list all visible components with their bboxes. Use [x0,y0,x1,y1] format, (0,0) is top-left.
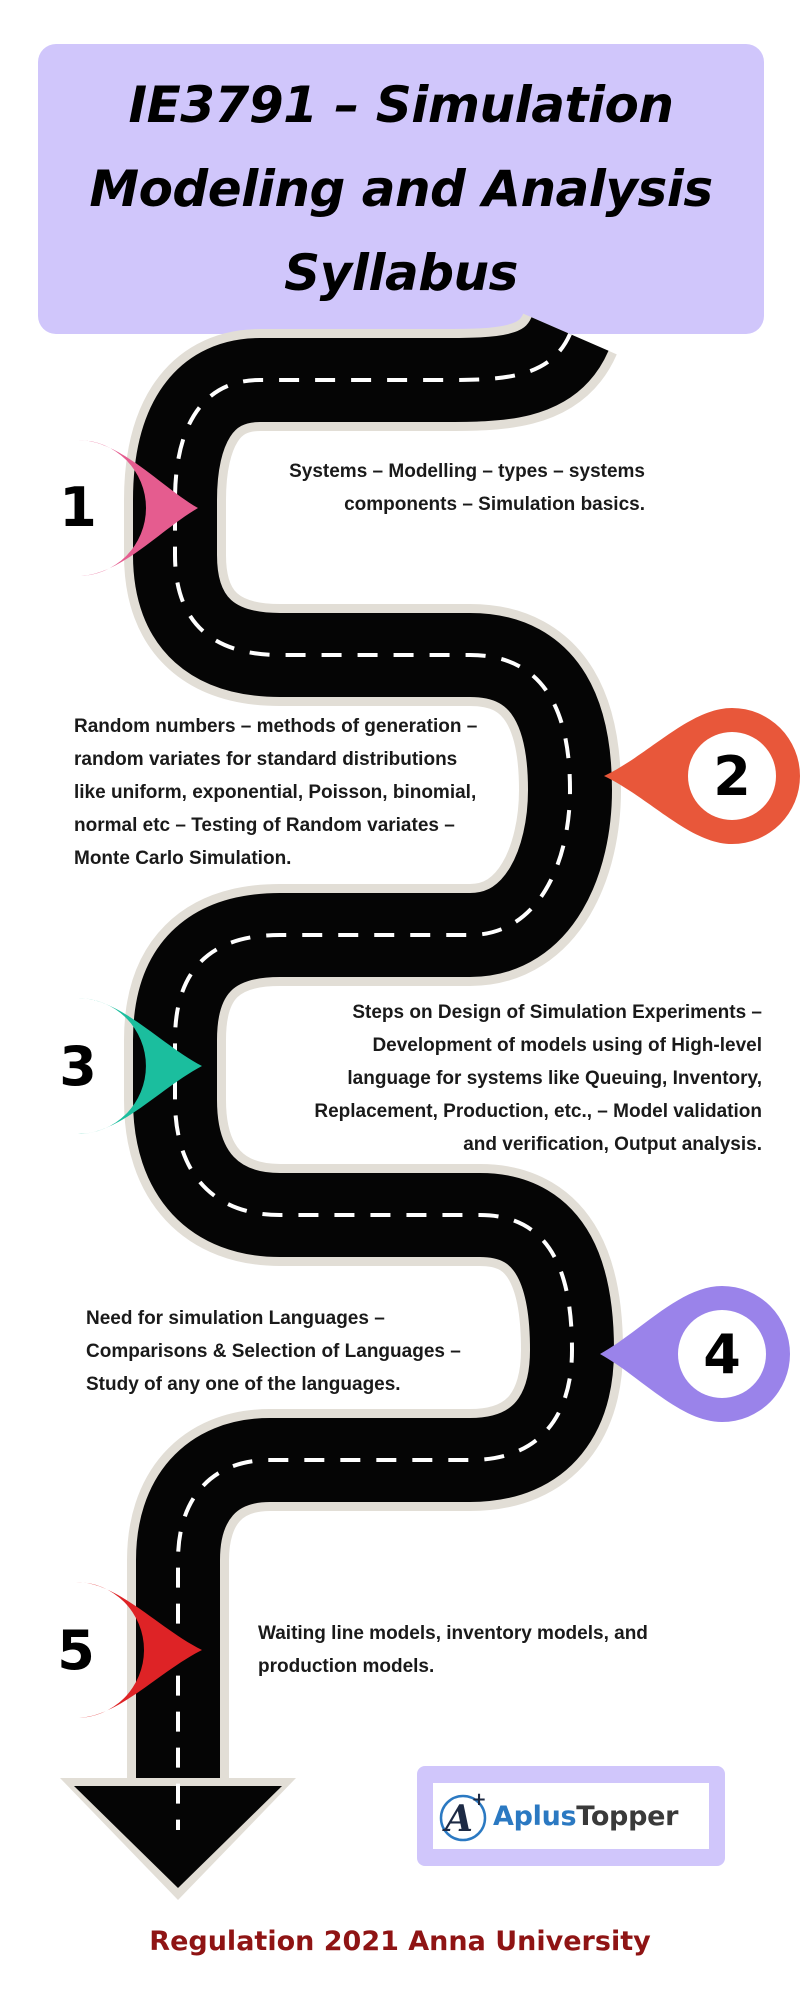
step-5-pin-inner [32,1606,120,1694]
step-3-line: Replacement, Production, etc., – Model v… [314,1101,762,1122]
step-5-pin: 5 [32,1582,202,1718]
step-5-pin-shape [76,1582,202,1718]
svg-text:A: A [442,1798,473,1840]
step-2-line: Random numbers – methods of generation – [74,716,478,737]
logo-word-aplus: Aplus [493,1800,577,1832]
step-3-number: 3 [59,1035,97,1098]
step-2-line: Monte Carlo Simulation. [74,848,292,869]
logo-word-topper: Topper [576,1800,679,1832]
page-title-line-1: IE3791 – Simulation [128,76,674,134]
aplus-logo-icon: A + [433,1783,493,1849]
step-2-line: random variates for standard distributio… [74,749,458,770]
step-5-line: Waiting line models, inventory models, a… [258,1623,648,1644]
step-3-line: language for systems like Queuing, Inven… [347,1068,762,1089]
step-5-description: Waiting line models, inventory models, a… [258,1617,718,1683]
step-5-number: 5 [57,1619,95,1682]
page-title-line-3: Syllabus [284,244,518,302]
road-center-line [173,333,575,1830]
step-4-pin-inner [678,1310,766,1398]
step-3-pin-inner [34,1022,122,1110]
svg-text:+: + [471,1789,486,1810]
page-title-line-2: Modeling and Analysis [89,160,713,218]
step-4-pin: 4 [600,1286,790,1422]
step-1-number: 1 [59,476,97,539]
step-4-description: Need for simulation Languages – Comparis… [86,1302,526,1401]
footer-regulation: Regulation 2021 Anna University [149,1926,651,1957]
step-2-number: 2 [713,745,751,808]
step-4-line: Study of any one of the languages. [86,1374,401,1395]
step-1-pin-shape [78,440,198,576]
step-2-line: normal etc – Testing of Random variates … [74,815,455,836]
road-arrow-head [74,1786,282,1888]
step-1-pin: 1 [34,440,198,576]
step-2-line: like uniform, exponential, Poisson, bino… [74,782,477,803]
step-3-line: Development of models using of High-leve… [372,1035,762,1056]
step-5-line: production models. [258,1656,435,1677]
step-1-line: Systems – Modelling – types – systems [289,461,645,482]
step-4-line: Comparisons & Selection of Languages – [86,1341,461,1362]
title-banner: IE3791 – Simulation Modeling and Analysi… [38,44,764,334]
step-3-description: Steps on Design of Simulation Experiment… [260,996,762,1161]
step-3-pin: 3 [34,998,202,1134]
step-1-pin-inner [34,464,122,552]
step-2-pin-inner [688,732,776,820]
step-3-line: and verification, Output analysis. [463,1134,762,1155]
step-4-line: Need for simulation Languages – [86,1308,385,1329]
step-1-line: components – Simulation basics. [344,494,645,515]
step-1-description: Systems – Modelling – types – systems co… [265,455,645,521]
step-3-line: Steps on Design of Simulation Experiment… [352,1002,762,1023]
step-2-pin: 2 [604,708,800,844]
step-2-description: Random numbers – methods of generation –… [74,710,534,875]
step-3-pin-shape [78,998,202,1134]
step-4-number: 4 [703,1323,741,1386]
